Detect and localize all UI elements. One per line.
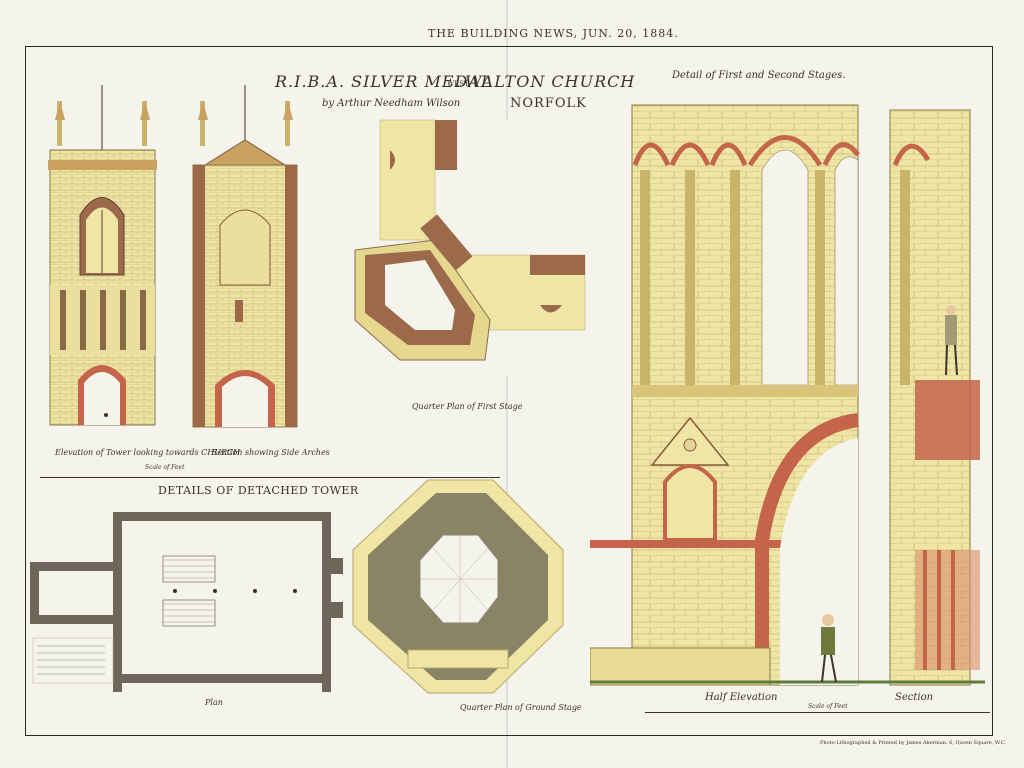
label-section: Section xyxy=(895,692,934,703)
plate-border xyxy=(25,46,993,736)
separator-line xyxy=(40,477,500,478)
label-quarter-ground: Quarter Plan of Ground Stage xyxy=(460,703,582,712)
figure-in-medieval-dress-icon xyxy=(821,614,837,683)
label-scale-right: Scale of Feet xyxy=(808,703,848,710)
title-prize: R.I.B.A. SILVER MEDAL xyxy=(275,72,493,91)
imprint: Photo-Lithographed & Printed by James Ak… xyxy=(820,740,1006,746)
label-quarter-first: Quarter Plan of First Stage xyxy=(412,402,523,411)
label-section-side: Section showing Side Arches xyxy=(212,448,330,457)
page-fold xyxy=(506,0,508,768)
label-half-elevation: Half Elevation xyxy=(705,692,778,703)
label-scale-left: Scale of Feet xyxy=(145,464,185,471)
label-details-detached: DETAILS OF DETACHED TOWER xyxy=(158,484,359,497)
masthead: THE BUILDING NEWS, JUN. 20, 1884. xyxy=(428,27,679,40)
label-detail-stages: Detail of First and Second Stages. xyxy=(672,70,846,81)
figure-on-ledge-icon xyxy=(945,305,958,376)
tower-elevation-drawing xyxy=(48,85,157,426)
title-west: WEST xyxy=(447,80,469,88)
scale-bar xyxy=(645,712,990,713)
title-author: by Arthur Needham Wilson xyxy=(322,98,461,109)
quarter-plan-first-drawing xyxy=(354,119,590,375)
detail-stages-drawing xyxy=(590,104,985,686)
label-plan: Plan xyxy=(205,698,223,707)
church-plan-drawing xyxy=(30,512,343,692)
tower-section-drawing xyxy=(192,85,298,428)
title-county: NORFOLK xyxy=(510,96,587,111)
title-church: WALTON CHURCH xyxy=(465,72,636,91)
label-elevation: Elevation of Tower looking towards CHURC… xyxy=(55,448,241,457)
quarter-plan-ground-drawing xyxy=(352,479,564,694)
